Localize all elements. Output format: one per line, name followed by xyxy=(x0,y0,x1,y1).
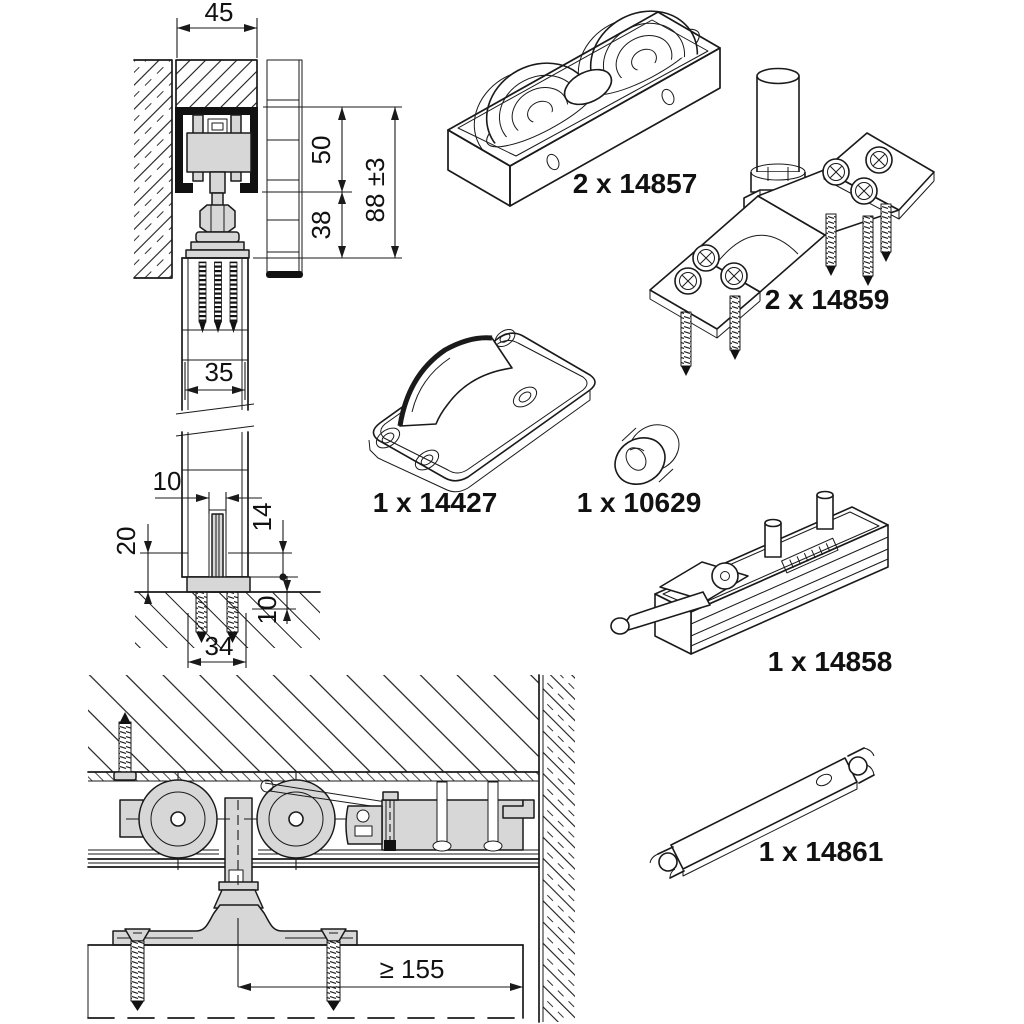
dim-35: 35 xyxy=(205,357,234,387)
dim-155: ≥ 155 xyxy=(380,954,445,984)
label-part-14861: 1 x 14861 xyxy=(759,836,884,867)
part-suspension-plate-14859 xyxy=(649,67,935,376)
fascia-board xyxy=(266,59,303,278)
stop-lever xyxy=(610,561,749,635)
dim-10-floor: 10 xyxy=(252,596,282,625)
part-spacer-10629 xyxy=(614,424,680,485)
door-side-view xyxy=(87,944,524,1019)
part-wrench-14861 xyxy=(649,747,875,879)
track-mounting-screw xyxy=(113,712,137,781)
suspension-plate-side xyxy=(112,904,358,946)
dim-88: 88 ±3 xyxy=(360,158,390,223)
assembly-side-view: ≥ 155 xyxy=(87,674,575,1023)
dim-guide-screw-span: 34 xyxy=(187,613,247,668)
hanger-bolt-section xyxy=(185,192,250,259)
embossed-marking xyxy=(781,537,839,574)
dim-38: 38 xyxy=(306,211,336,240)
guide-fin xyxy=(397,335,513,427)
plate-screws-side xyxy=(124,928,347,1011)
dim-45: 45 xyxy=(205,0,234,27)
dim-heights: 50 38 88 ±3 xyxy=(253,106,402,259)
section-view-track-and-door xyxy=(133,59,321,648)
label-part-14427: 1 x 14427 xyxy=(373,487,498,518)
part-floor-guide-14427 xyxy=(368,328,596,493)
roller-side-view-2 xyxy=(244,772,348,870)
wall-section-hatch xyxy=(133,59,173,279)
dim-floor-depth: 10 xyxy=(252,576,296,624)
dim-20: 20 xyxy=(111,527,141,556)
carriage-housing xyxy=(447,11,721,207)
ceiling-hatch xyxy=(87,675,540,782)
dim-door-thickness: 35 xyxy=(184,357,246,400)
dim-34: 34 xyxy=(205,631,234,661)
roller-side-view-1 xyxy=(126,772,230,870)
dim-50: 50 xyxy=(306,136,336,165)
guide-holes xyxy=(375,328,538,471)
door-fixing-screws xyxy=(198,261,238,333)
carriage-wheel-2 xyxy=(577,10,699,116)
hanger-bolt-side xyxy=(213,797,264,909)
dim-track-width: 45 xyxy=(176,0,258,58)
dim-10-slot: 10 xyxy=(153,466,182,496)
dimension-annotations: 45 50 38 88 ±3 35 xyxy=(111,0,402,668)
dim-14: 14 xyxy=(247,503,277,532)
door-top-section xyxy=(175,257,255,437)
dim-guide-height: 20 xyxy=(111,524,188,604)
label-part-14859: 2 x 14859 xyxy=(765,284,890,315)
label-part-14857: 2 x 14857 xyxy=(573,168,698,199)
part-track-stop-14858 xyxy=(610,490,889,655)
roller-carriage-section xyxy=(186,114,252,194)
dim-min-edge-distance: ≥ 155 xyxy=(237,918,523,991)
hanging-wood-screws xyxy=(680,203,892,376)
plate-phillips-screws xyxy=(674,146,893,295)
label-part-14858: 1 x 14858 xyxy=(768,646,893,677)
track-stop-side-view xyxy=(260,779,535,852)
dim-slot-width: 10 xyxy=(153,466,262,514)
stop-pins xyxy=(764,490,834,558)
label-part-10629: 1 x 10629 xyxy=(577,487,702,518)
header-section-hatch xyxy=(175,59,258,108)
wall-hatch xyxy=(538,674,575,1023)
dim-slot-depth: 14 xyxy=(228,503,292,581)
